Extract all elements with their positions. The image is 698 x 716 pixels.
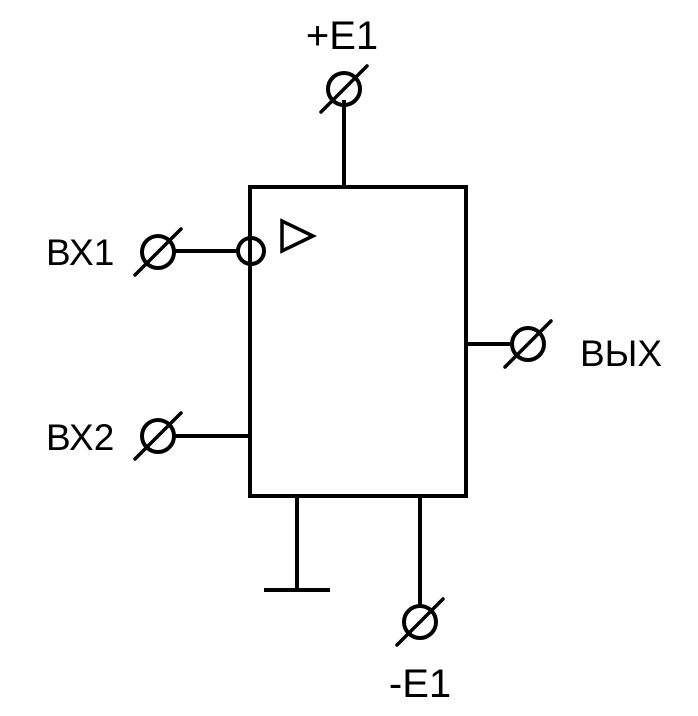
output-terminal (466, 319, 553, 369)
input-1-terminal (133, 227, 266, 277)
input-2-terminal (133, 411, 252, 461)
output-label: ВЫХ (580, 333, 662, 374)
terminal-circle-icon (402, 604, 438, 640)
amplifier-body (248, 185, 468, 498)
ground-symbol (264, 494, 330, 592)
supply-positive-terminal (319, 64, 369, 189)
supply-negative-label: -E1 (389, 662, 451, 706)
inverting-bubble-icon (236, 236, 266, 266)
terminal-circle-icon (140, 418, 176, 454)
terminal-circle-icon (510, 326, 546, 362)
terminal-circle-icon (326, 71, 362, 107)
terminal-circle-icon (140, 234, 176, 270)
amplifier-triangle-icon (280, 218, 318, 254)
input-1-label: ВХ1 (46, 232, 114, 273)
supply-negative-terminal (395, 494, 445, 647)
supply-positive-label: +E1 (306, 14, 378, 58)
input-2-label: ВХ2 (46, 417, 114, 458)
